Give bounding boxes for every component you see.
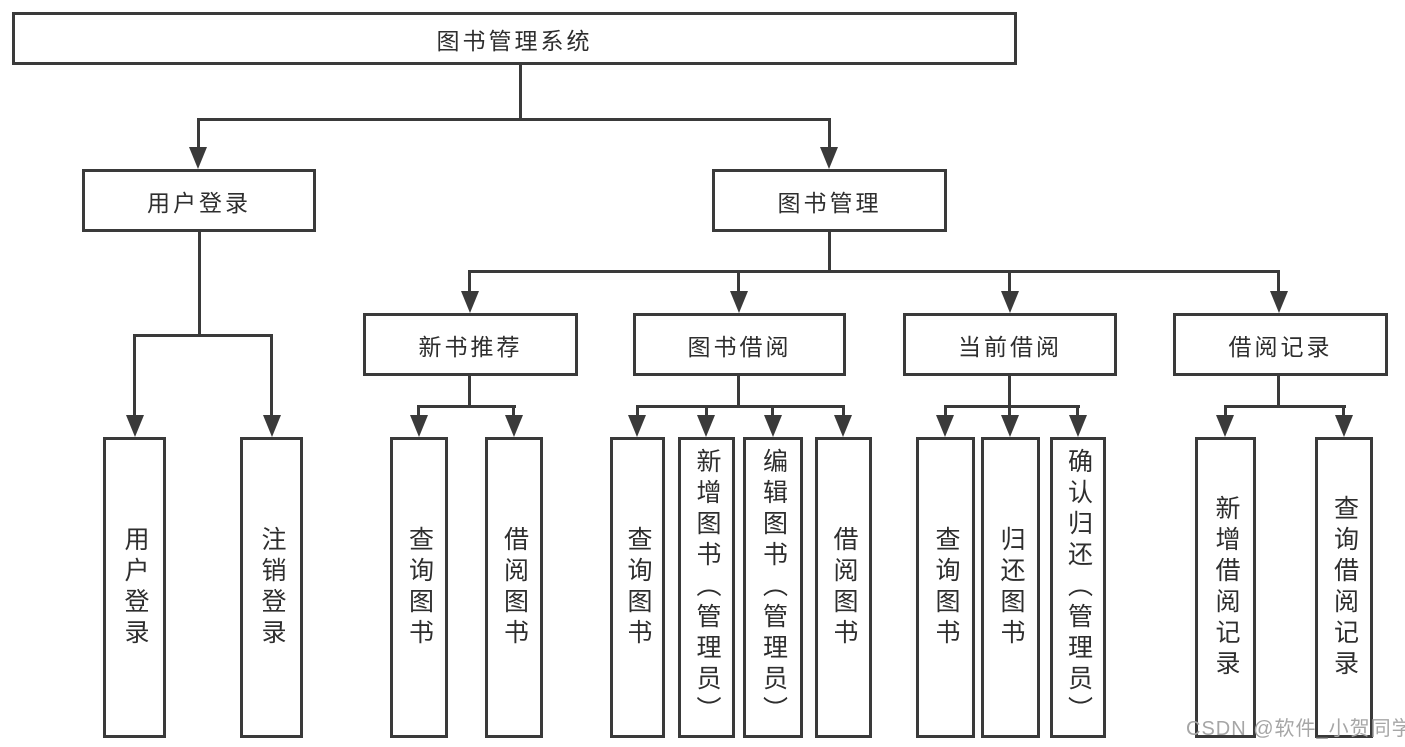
connector-hline	[468, 270, 1280, 273]
leaf-query-borrow-record: 查询借阅记录	[1315, 437, 1373, 738]
node-book-borrowing: 图书借阅	[633, 313, 846, 376]
connector-vline	[737, 270, 740, 293]
connector-vline	[771, 405, 774, 417]
connector-vline	[705, 405, 708, 417]
arrow-down-icon	[189, 147, 207, 169]
arrow-down-icon	[263, 415, 281, 437]
leaf-return-books: 归还图书	[981, 437, 1040, 738]
connector-hline	[636, 405, 845, 408]
leaf-query-books-current: 查询图书	[916, 437, 975, 738]
leaf-add-borrow-record: 新增借阅记录	[1195, 437, 1256, 738]
node-borrowing-records: 借阅记录	[1173, 313, 1388, 376]
arrow-down-icon	[628, 415, 646, 437]
connector-vline	[519, 65, 522, 119]
connector-vline	[270, 334, 273, 417]
connector-vline	[944, 405, 947, 417]
arrow-down-icon	[936, 415, 954, 437]
connector-vline	[512, 405, 515, 417]
node-library-management-system: 图书管理系统	[12, 12, 1017, 65]
node-current-borrowing: 当前借阅	[903, 313, 1117, 376]
leaf-confirm-return-admin: 确认归还（管理员）	[1050, 437, 1106, 738]
arrow-down-icon	[461, 291, 479, 313]
leaf-user-login: 用户登录	[103, 437, 166, 738]
arrow-down-icon	[410, 415, 428, 437]
connector-vline	[133, 334, 136, 417]
arrow-down-icon	[1270, 291, 1288, 313]
connector-vline	[842, 405, 845, 417]
arrow-down-icon	[697, 415, 715, 437]
arrow-down-icon	[820, 147, 838, 169]
leaf-logout: 注销登录	[240, 437, 303, 738]
connector-vline	[636, 405, 639, 417]
node-user-login: 用户登录	[82, 169, 316, 232]
arrow-down-icon	[126, 415, 144, 437]
connector-hline	[133, 334, 273, 337]
connector-vline	[468, 376, 471, 408]
arrow-down-icon	[764, 415, 782, 437]
node-new-book-recommendation: 新书推荐	[363, 313, 578, 376]
connector-vline	[197, 118, 200, 149]
connector-vline	[1008, 405, 1011, 417]
connector-hline	[417, 405, 516, 408]
connector-vline	[1224, 405, 1227, 417]
leaf-query-books-borrowing: 查询图书	[610, 437, 665, 738]
leaf-query-books-recommendation: 查询图书	[390, 437, 448, 738]
leaf-add-book-admin: 新增图书（管理员）	[678, 437, 735, 738]
arrow-down-icon	[1001, 415, 1019, 437]
connector-vline	[828, 118, 831, 149]
arrow-down-icon	[730, 291, 748, 313]
leaf-borrow-books-recommendation: 借阅图书	[485, 437, 543, 738]
leaf-borrow-books-borrowing: 借阅图书	[815, 437, 872, 738]
watermark: CSDN @软件_小贺同学	[1186, 718, 1405, 740]
connector-vline	[1277, 376, 1280, 408]
connector-hline	[197, 118, 831, 121]
connector-vline	[1008, 376, 1011, 408]
connector-vline	[737, 376, 740, 408]
connector-vline	[1277, 270, 1280, 293]
connector-vline	[1342, 405, 1345, 417]
arrow-down-icon	[1335, 415, 1353, 437]
connector-hline	[1224, 405, 1346, 408]
connector-vline	[468, 270, 471, 293]
arrow-down-icon	[1001, 291, 1019, 313]
leaf-edit-book-admin: 编辑图书（管理员）	[743, 437, 803, 738]
arrow-down-icon	[505, 415, 523, 437]
connector-vline	[828, 232, 831, 273]
connector-vline	[198, 232, 201, 337]
connector-vline	[1076, 405, 1079, 417]
arrow-down-icon	[834, 415, 852, 437]
connector-vline	[417, 405, 420, 417]
arrow-down-icon	[1216, 415, 1234, 437]
connector-vline	[1008, 270, 1011, 293]
arrow-down-icon	[1069, 415, 1087, 437]
node-book-management: 图书管理	[712, 169, 947, 232]
connector-hline	[944, 405, 1080, 408]
